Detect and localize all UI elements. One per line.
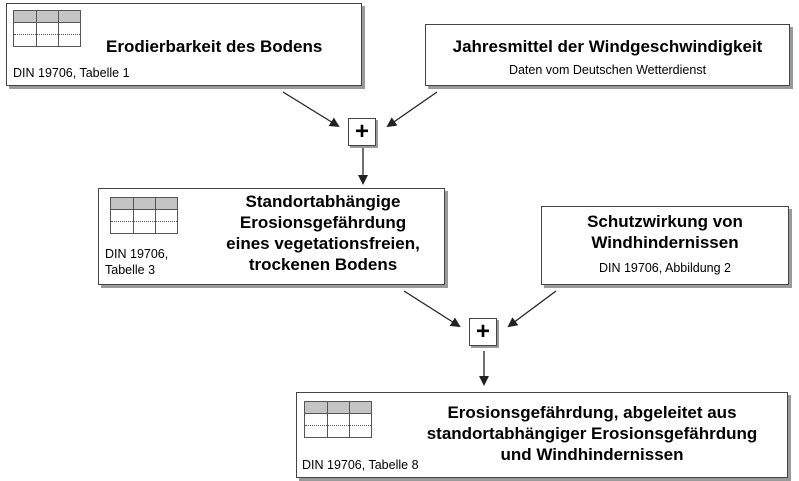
standort-title-line-1: Standortabhängige xyxy=(245,192,401,211)
plus-operator-2: + xyxy=(469,318,497,346)
box-schutzwirkung: Schutzwirkung von Windhindernissen DIN 1… xyxy=(541,206,789,285)
schutzwirkung-title-line-1: Schutzwirkung von xyxy=(587,212,743,231)
standort-title-line-3: eines vegetationsfreien, xyxy=(226,234,420,253)
schutzwirkung-title-line-2: Windhindernissen xyxy=(591,233,739,252)
schutzwirkung-source: DIN 19706, Abbildung 2 xyxy=(598,261,732,275)
box-standort: DIN 19706, Tabelle 3 Standortabhängige E… xyxy=(98,188,445,285)
erodierbarkeit-title: Erodierbarkeit des Bodens xyxy=(106,37,323,56)
arrow-standort-to-plus2 xyxy=(403,290,461,328)
box-ergebnis: DIN 19706, Tabelle 8 Erosionsgefährdung,… xyxy=(296,392,788,478)
standort-title-line-2: Erosionsgefährdung xyxy=(239,213,407,232)
standort-title: Standortabhängige Erosionsgefährdung ein… xyxy=(203,191,443,275)
windgeschwindigkeit-source: Daten vom Deutschen Wetterdienst xyxy=(508,63,707,77)
ergebnis-title-line-3: und Windhindernissen xyxy=(500,445,684,464)
schutzwirkung-title: Schutzwirkung von Windhindernissen xyxy=(542,211,788,253)
standort-title-line-4: trockenen Bodens xyxy=(248,255,398,274)
ergebnis-title-line-2: standortabhängiger Erosionsgefährdung xyxy=(426,424,758,443)
ergebnis-title-line-1: Erosionsgefährdung, abgeleitet aus xyxy=(447,403,737,422)
ergebnis-source: DIN 19706, Tabelle 8 xyxy=(302,458,419,472)
standort-source-line-1: DIN 19706, xyxy=(105,247,169,261)
box-windgeschwindigkeit: Jahresmittel der Windgeschwindigkeit Dat… xyxy=(425,24,790,86)
erodierbarkeit-source: DIN 19706, Tabelle 1 xyxy=(13,66,130,80)
table-icon xyxy=(304,401,372,438)
arrow-wind-to-plus1 xyxy=(386,91,438,128)
arrow-erodierbarkeit-to-plus1 xyxy=(282,91,340,128)
box-erodierbarkeit: Erodierbarkeit des Bodens DIN 19706, Tab… xyxy=(6,3,362,86)
windgeschwindigkeit-title: Jahresmittel der Windgeschwindigkeit xyxy=(452,37,763,56)
arrow-schutz-to-plus2 xyxy=(507,290,557,328)
standort-source-line-2: Tabelle 3 xyxy=(105,263,156,277)
table-icon xyxy=(110,197,178,234)
ergebnis-title: Erosionsgefährdung, abgeleitet aus stand… xyxy=(397,402,787,465)
table-icon xyxy=(13,10,81,47)
plus-operator-1: + xyxy=(348,118,376,146)
